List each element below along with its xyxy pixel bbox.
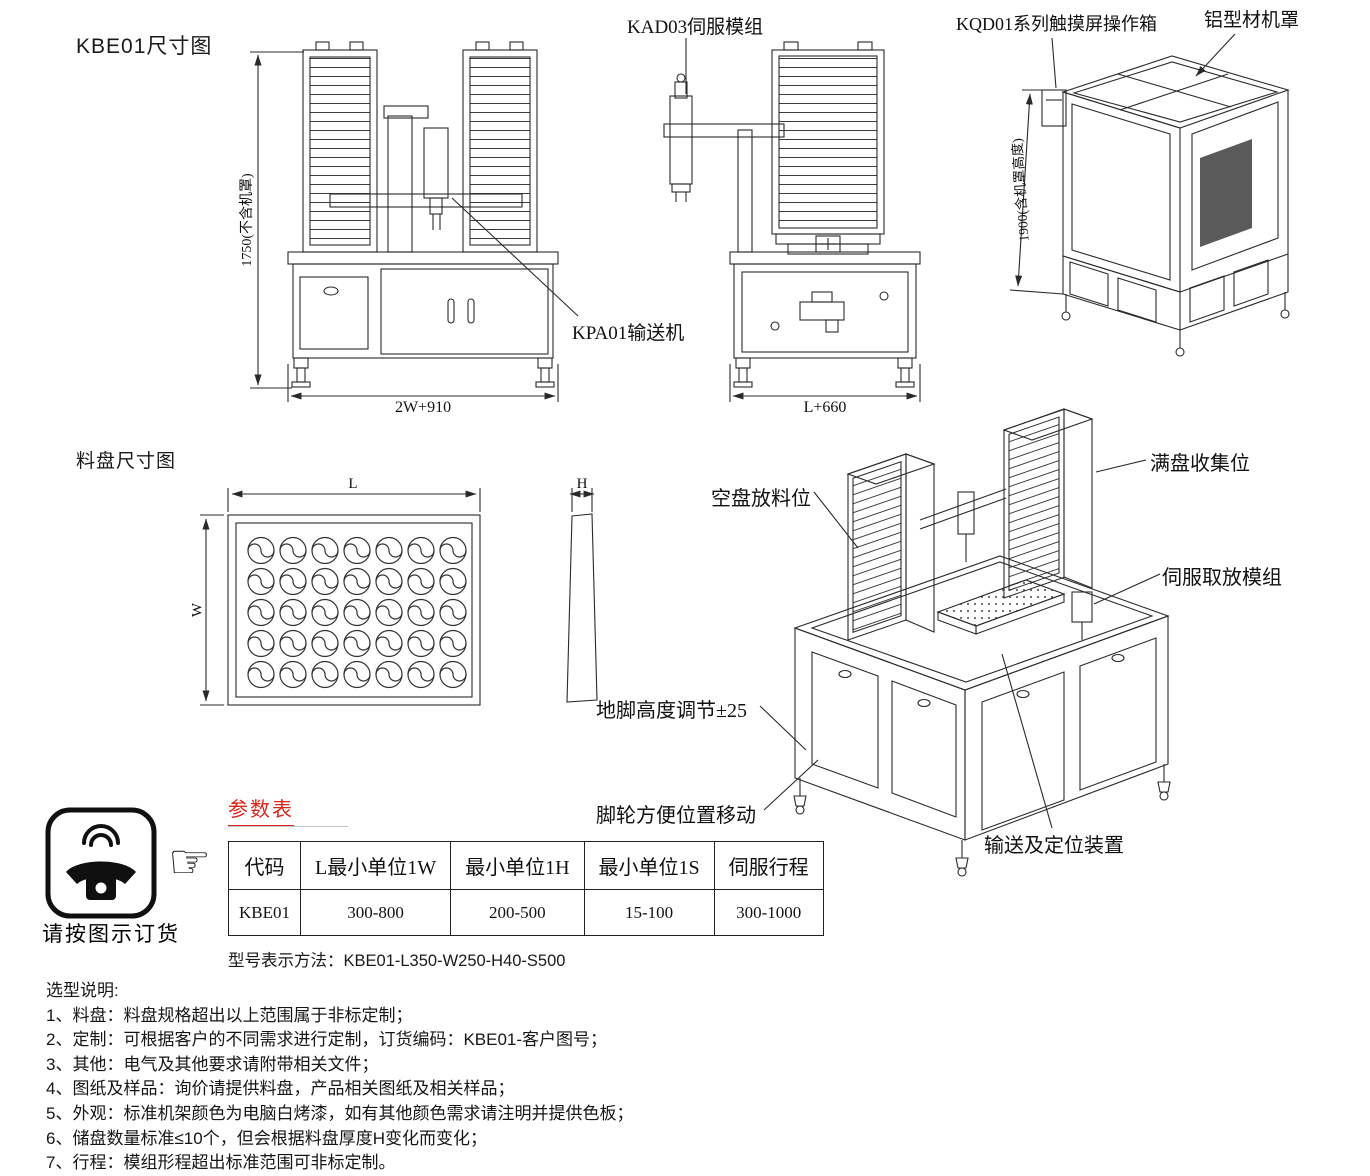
col-header-servo-stroke: 伺服行程 (713, 841, 824, 890)
parameter-table: 代码 L最小单位1W 最小单位1H 最小单位1S 伺服行程 KBE01 300-… (228, 841, 824, 936)
cell-s-range: 15-100 (583, 889, 715, 936)
dim-tray-thickness: H (576, 476, 588, 492)
callout-servo-pick-module: 伺服取放模组 (1162, 567, 1282, 589)
side-view-drawing (663, 38, 921, 402)
col-header-h-unit: 最小单位1H (450, 841, 585, 890)
col-header-s-unit: 最小单位1S (583, 841, 715, 890)
callout-empty-tray-station: 空盘放料位 (711, 488, 811, 510)
callout-full-tray-station: 满盘收集位 (1150, 453, 1250, 475)
tray-drawing (200, 488, 598, 706)
tray-view-title: 料盘尺寸图 (76, 451, 177, 472)
note-item-7: 7、行程：模组形程超出标准范围可非标定制。 (46, 1153, 396, 1173)
callout-foot-height-adjust: 地脚高度调节±25 (596, 700, 747, 722)
callout-caster-move: 脚轮方便位置移动 (596, 805, 756, 827)
col-header-l-unit: L最小单位1W (299, 841, 452, 890)
front-view-title: KBE01尺寸图 (76, 35, 213, 58)
callout-conveyor: KPA01输送机 (572, 323, 685, 344)
cell-stroke-range: 300-1000 (713, 889, 824, 936)
iso-housing-drawing (1009, 33, 1290, 357)
iso-machine-drawing (759, 408, 1171, 877)
phone-icon (45, 807, 157, 919)
note-item-3: 3、其他：电气及其他要求请附带相关文件； (46, 1054, 379, 1074)
note-item-6: 6、储盘数量标准≤10个，但会根据料盘厚度H变化而变化； (46, 1128, 487, 1148)
note-item-1: 1、料盘：料盘规格超出以上范围属于非标定制； (46, 1005, 413, 1025)
dim-side-width: L+660 (803, 399, 847, 416)
model-note: 型号表示方法：KBE01-L350-W250-H40-S500 (228, 952, 566, 970)
dim-tray-width: W (189, 602, 206, 618)
param-table-title-rule (228, 826, 348, 827)
cell-h-range: 200-500 (450, 889, 585, 936)
pointing-hand-icon: ☞ (168, 836, 212, 889)
param-table-title: 参数表 (228, 793, 294, 827)
parameter-table-header-row: 代码 L最小单位1W 最小单位1H 最小单位1S 伺服行程 (228, 841, 824, 890)
selection-notes: 选型说明: 1、料盘：料盘规格超出以上范围属于非标定制； 2、定制：可根据客户的… (46, 979, 633, 1176)
parameter-table-data-row: KBE01 300-800 200-500 15-100 300-1000 (228, 889, 824, 936)
notes-title: 选型说明: (46, 981, 119, 1000)
order-caption: 请按图示订货 (42, 923, 180, 946)
callout-aluminum-cover: 铝型材机罩 (1204, 10, 1300, 31)
cell-code: KBE01 (228, 889, 301, 936)
dim-front-width: 2W+910 (394, 399, 452, 416)
col-header-code: 代码 (228, 841, 301, 890)
cell-l-range: 300-800 (299, 889, 452, 936)
dim-front-height: 1750(不含机罩) (240, 173, 255, 267)
note-item-4: 4、图纸及样品：询价请提供料盘，产品相关图纸及相关样品； (46, 1079, 515, 1099)
callout-touchscreen-box: KQD01系列触摸屏操作箱 (956, 14, 1157, 34)
callout-convey-positioning: 输送及定位装置 (984, 835, 1124, 857)
dim-tray-length: L (348, 476, 358, 492)
front-view-drawing (250, 41, 579, 402)
callout-servo-module: KAD03伺服模组 (627, 17, 764, 38)
note-item-2: 2、定制：可根据客户的不同需求进行定制，订货编码：KBE01-客户图号； (46, 1030, 608, 1050)
note-item-5: 5、外观：标准机架颜色为电脑白烤漆，如有其他颜色需求请注明并提供色板； (46, 1103, 634, 1123)
